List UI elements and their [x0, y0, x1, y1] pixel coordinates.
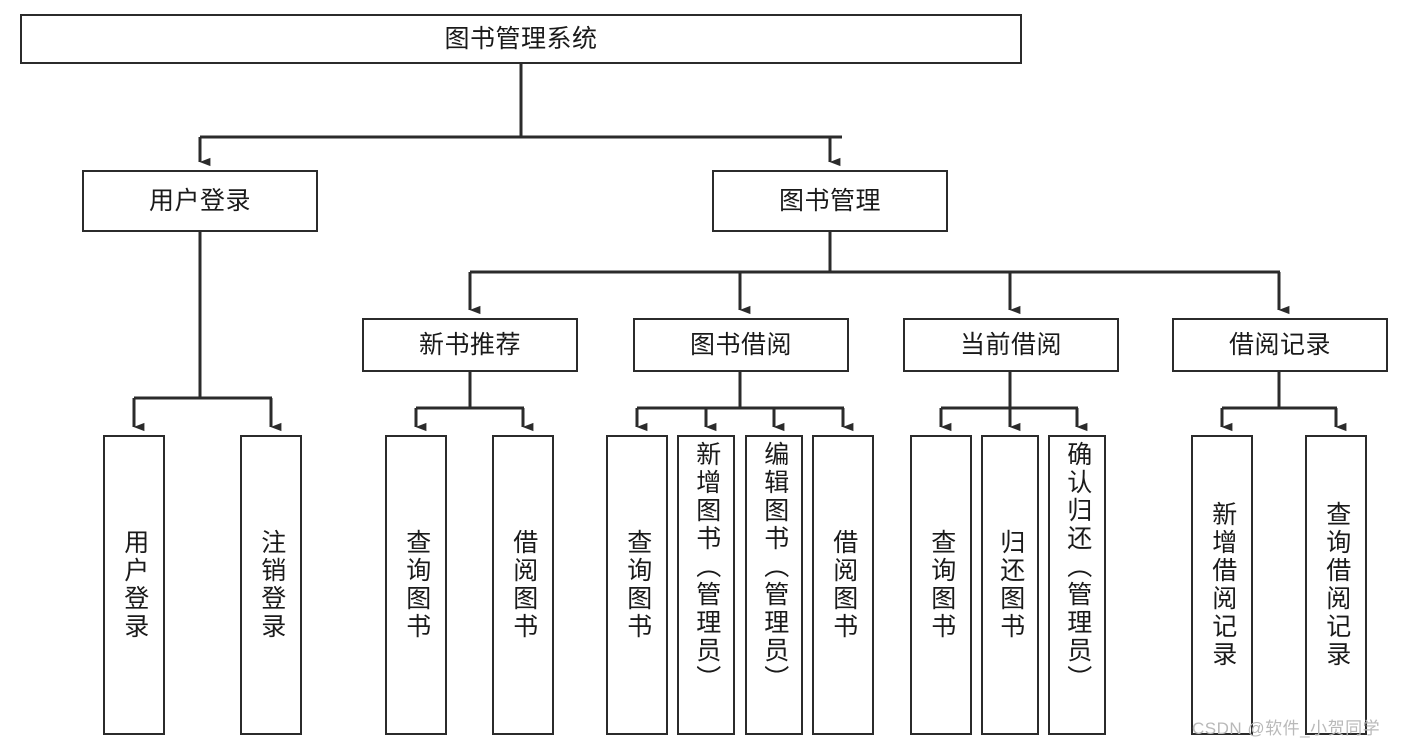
leaf-return-book[interactable]: 归还图书	[981, 435, 1039, 735]
leaf-label: 新增图书（管理员）	[692, 441, 721, 693]
leaf-label: 查询图书	[623, 529, 652, 641]
leaf-label: 注销登录	[257, 529, 286, 641]
node-label: 图书管理系统	[444, 25, 598, 53]
node-label: 当前借阅	[959, 331, 1062, 359]
leaf-user-login[interactable]: 用户登录	[103, 435, 165, 735]
leaf-edit-book-admin[interactable]: 编辑图书（管理员）	[745, 435, 803, 735]
node-label: 图书借阅	[689, 331, 792, 359]
leaf-query-book-current[interactable]: 查询图书	[910, 435, 972, 735]
leaf-query-borrow-record[interactable]: 查询借阅记录	[1305, 435, 1367, 735]
node-user-login[interactable]: 用户登录	[82, 170, 318, 232]
leaf-query-book-recommend[interactable]: 查询图书	[385, 435, 447, 735]
leaf-confirm-return-admin[interactable]: 确认归还（管理员）	[1048, 435, 1106, 735]
leaf-add-borrow-record[interactable]: 新增借阅记录	[1191, 435, 1253, 735]
node-new-book-recommend[interactable]: 新书推荐	[362, 318, 578, 372]
leaf-label: 确认归还（管理员）	[1063, 441, 1092, 693]
leaf-label: 查询图书	[402, 529, 431, 641]
leaf-label: 查询图书	[927, 529, 956, 641]
node-current-borrow[interactable]: 当前借阅	[903, 318, 1119, 372]
leaf-logout[interactable]: 注销登录	[240, 435, 302, 735]
leaf-add-book-admin[interactable]: 新增图书（管理员）	[677, 435, 735, 735]
node-label: 图书管理	[778, 187, 881, 215]
leaf-borrow-book-recommend[interactable]: 借阅图书	[492, 435, 554, 735]
node-label: 用户登录	[148, 187, 251, 215]
node-borrow-record[interactable]: 借阅记录	[1172, 318, 1388, 372]
node-book-management[interactable]: 图书管理	[712, 170, 948, 232]
node-root-system[interactable]: 图书管理系统	[20, 14, 1022, 64]
leaf-label: 借阅图书	[509, 529, 538, 641]
node-label: 新书推荐	[418, 331, 521, 359]
leaf-label: 用户登录	[120, 529, 149, 641]
leaf-label: 归还图书	[996, 529, 1025, 641]
csdn-watermark: CSDN @软件_小贺同学	[1192, 719, 1381, 738]
leaf-borrow-book[interactable]: 借阅图书	[812, 435, 874, 735]
leaf-label: 新增借阅记录	[1208, 501, 1237, 669]
leaf-label: 借阅图书	[829, 529, 858, 641]
node-label: 借阅记录	[1228, 331, 1331, 359]
leaf-label: 查询借阅记录	[1322, 501, 1351, 669]
node-book-borrow[interactable]: 图书借阅	[633, 318, 849, 372]
leaf-query-book-borrow[interactable]: 查询图书	[606, 435, 668, 735]
leaf-label: 编辑图书（管理员）	[760, 441, 789, 693]
